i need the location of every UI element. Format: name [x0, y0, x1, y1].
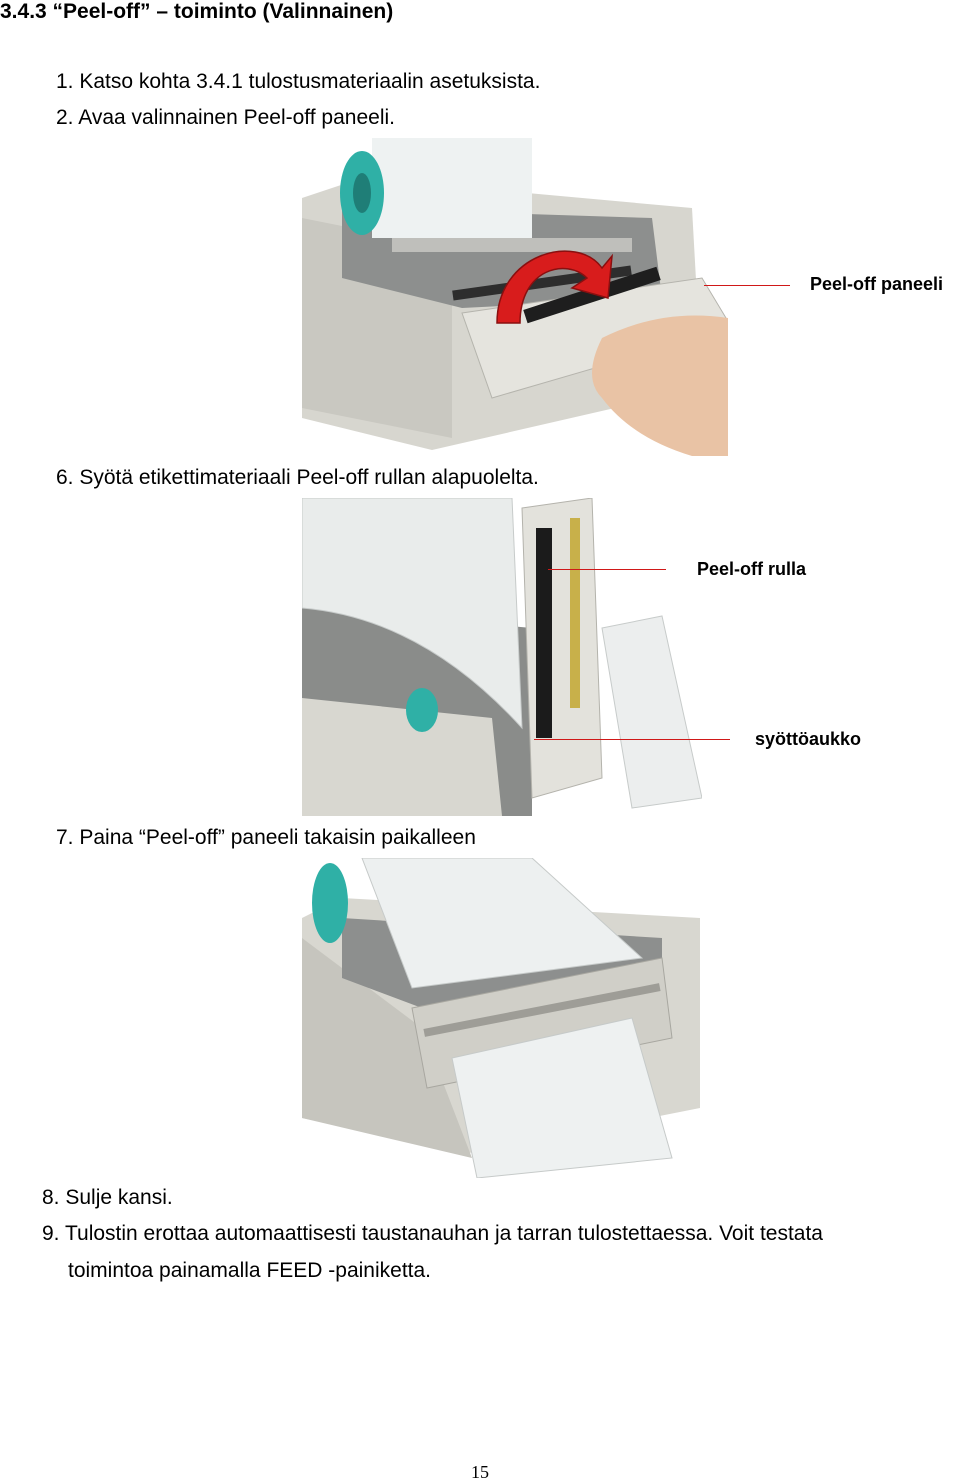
step-2: 2. Avaa valinnainen Peel-off paneeli.	[56, 106, 395, 129]
photo-open-peel-off-panel	[302, 138, 728, 456]
page-number: 15	[471, 1462, 489, 1482]
step-7: 7. Paina “Peel-off” paneeli takaisin pai…	[56, 826, 476, 849]
step-9-line-1: 9. Tulostin erottaa automaattisesti taus…	[42, 1222, 823, 1245]
callout-peel-off-panel: Peel-off paneeli	[810, 274, 944, 294]
photo-panel-closed	[302, 858, 700, 1178]
step-1: 1. Katso kohta 3.4.1 tulostusmateriaalin…	[56, 70, 541, 93]
leader-line-roller	[548, 569, 666, 570]
step-9-line-2: toimintoa painamalla FEED -painiketta.	[68, 1259, 432, 1282]
step-6: 6. Syötä etikettimateriaali Peel-off rul…	[56, 466, 539, 489]
section-heading: 3.4.3 “Peel-off” – toiminto (Valinnainen…	[0, 0, 394, 23]
callout-peel-off-roller: Peel-off rulla	[697, 559, 807, 579]
callout-feed-slot: syöttöaukko	[755, 729, 862, 749]
photo-feed-label-under-roller	[302, 498, 702, 816]
leader-line-panel	[704, 285, 790, 286]
step-8: 8. Sulje kansi.	[42, 1186, 173, 1209]
leader-line-feed-slot	[534, 739, 730, 740]
